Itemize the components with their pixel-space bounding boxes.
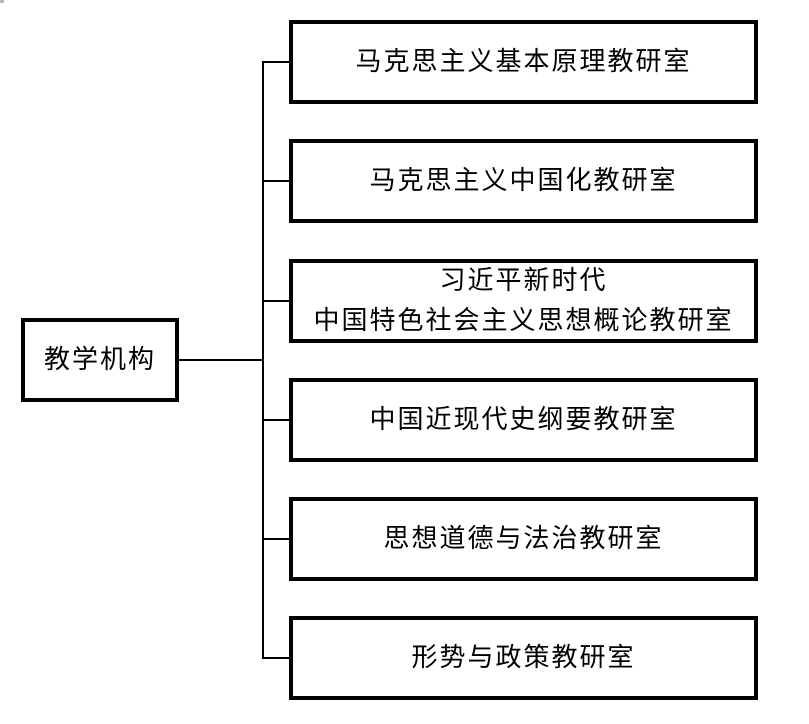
child-node-marxism-sinicization: 马克思主义中国化教研室 [289, 139, 758, 223]
child-node-modern-chinese-history: 中国近现代史纲要教研室 [289, 378, 758, 462]
connector-branch-1 [262, 61, 291, 63]
connector-branch-2 [262, 180, 291, 182]
corner-artifact [0, 0, 4, 3]
child-node-ideology-morality-law: 思想道德与法治教研室 [289, 497, 758, 581]
child-node-marxism-basic-principles: 马克思主义基本原理教研室 [289, 20, 758, 104]
connector-branch-6 [262, 657, 291, 659]
connector-branch-4 [262, 419, 291, 421]
child-node-xi-jinping-new-era-thought: 习近平新时代 中国特色社会主义思想概论教研室 [289, 259, 758, 343]
connector-branch-3 [262, 300, 291, 302]
connector-root-line [177, 359, 263, 361]
connector-trunk-line [262, 61, 264, 659]
connector-branch-5 [262, 538, 291, 540]
root-node-teaching-institutions: 教学机构 [21, 318, 179, 402]
child-node-situation-and-policy: 形势与政策教研室 [289, 616, 758, 700]
